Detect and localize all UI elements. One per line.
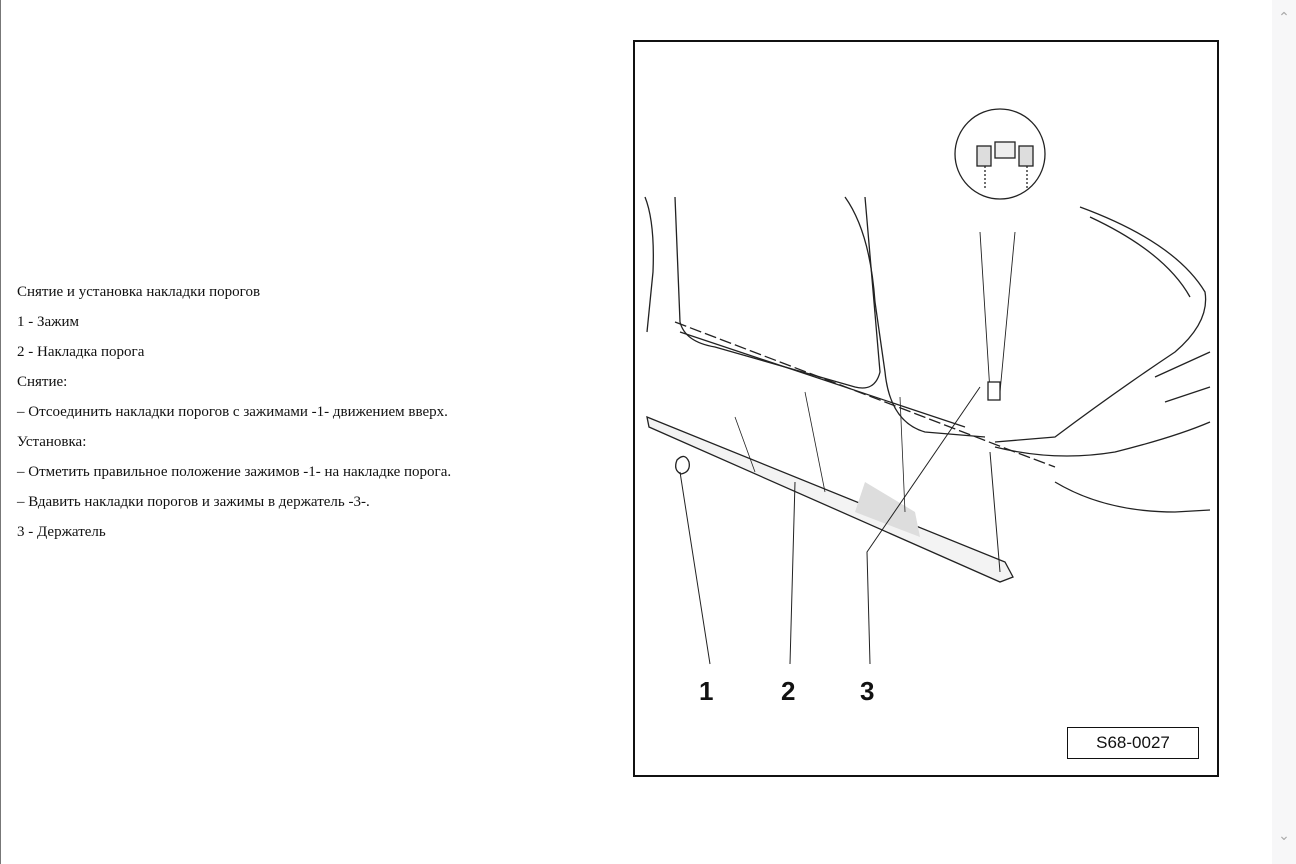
callout-2: 2 [781,676,796,706]
callout-1: 1 [699,676,714,706]
scroll-up-icon[interactable]: ⌃ [1278,10,1290,26]
page-border [0,0,1,864]
removal-heading: Снятие: [17,374,68,390]
legend-item-1: 1 - Зажим [17,314,80,330]
illustration-figure: 1 2 3 S68-0027 [633,40,1219,777]
section-title: Снятие и установка накладки порогов [17,284,261,300]
legend-item-2: 2 - Накладка порога [17,344,145,360]
callout-3: 3 [860,676,875,706]
install-step: – Вдавить накладки порогов и зажимы в де… [17,494,370,510]
figure-code: S68-0027 [1067,727,1199,759]
legend-item-3: 3 - Держатель [17,524,106,540]
install-step: – Отметить правильное положение зажимов … [17,464,452,480]
scroll-down-icon[interactable]: ⌄ [1278,828,1290,844]
install-heading: Установка: [17,434,87,450]
instructions: Снятие и установка накладки порогов 1 - … [17,281,451,551]
sill-trim-drawing [644,108,1211,665]
removal-step: – Отсоединить накладки порогов с зажимам… [17,404,448,420]
vertical-scrollbar[interactable]: ⌃ ⌄ [1272,0,1296,864]
